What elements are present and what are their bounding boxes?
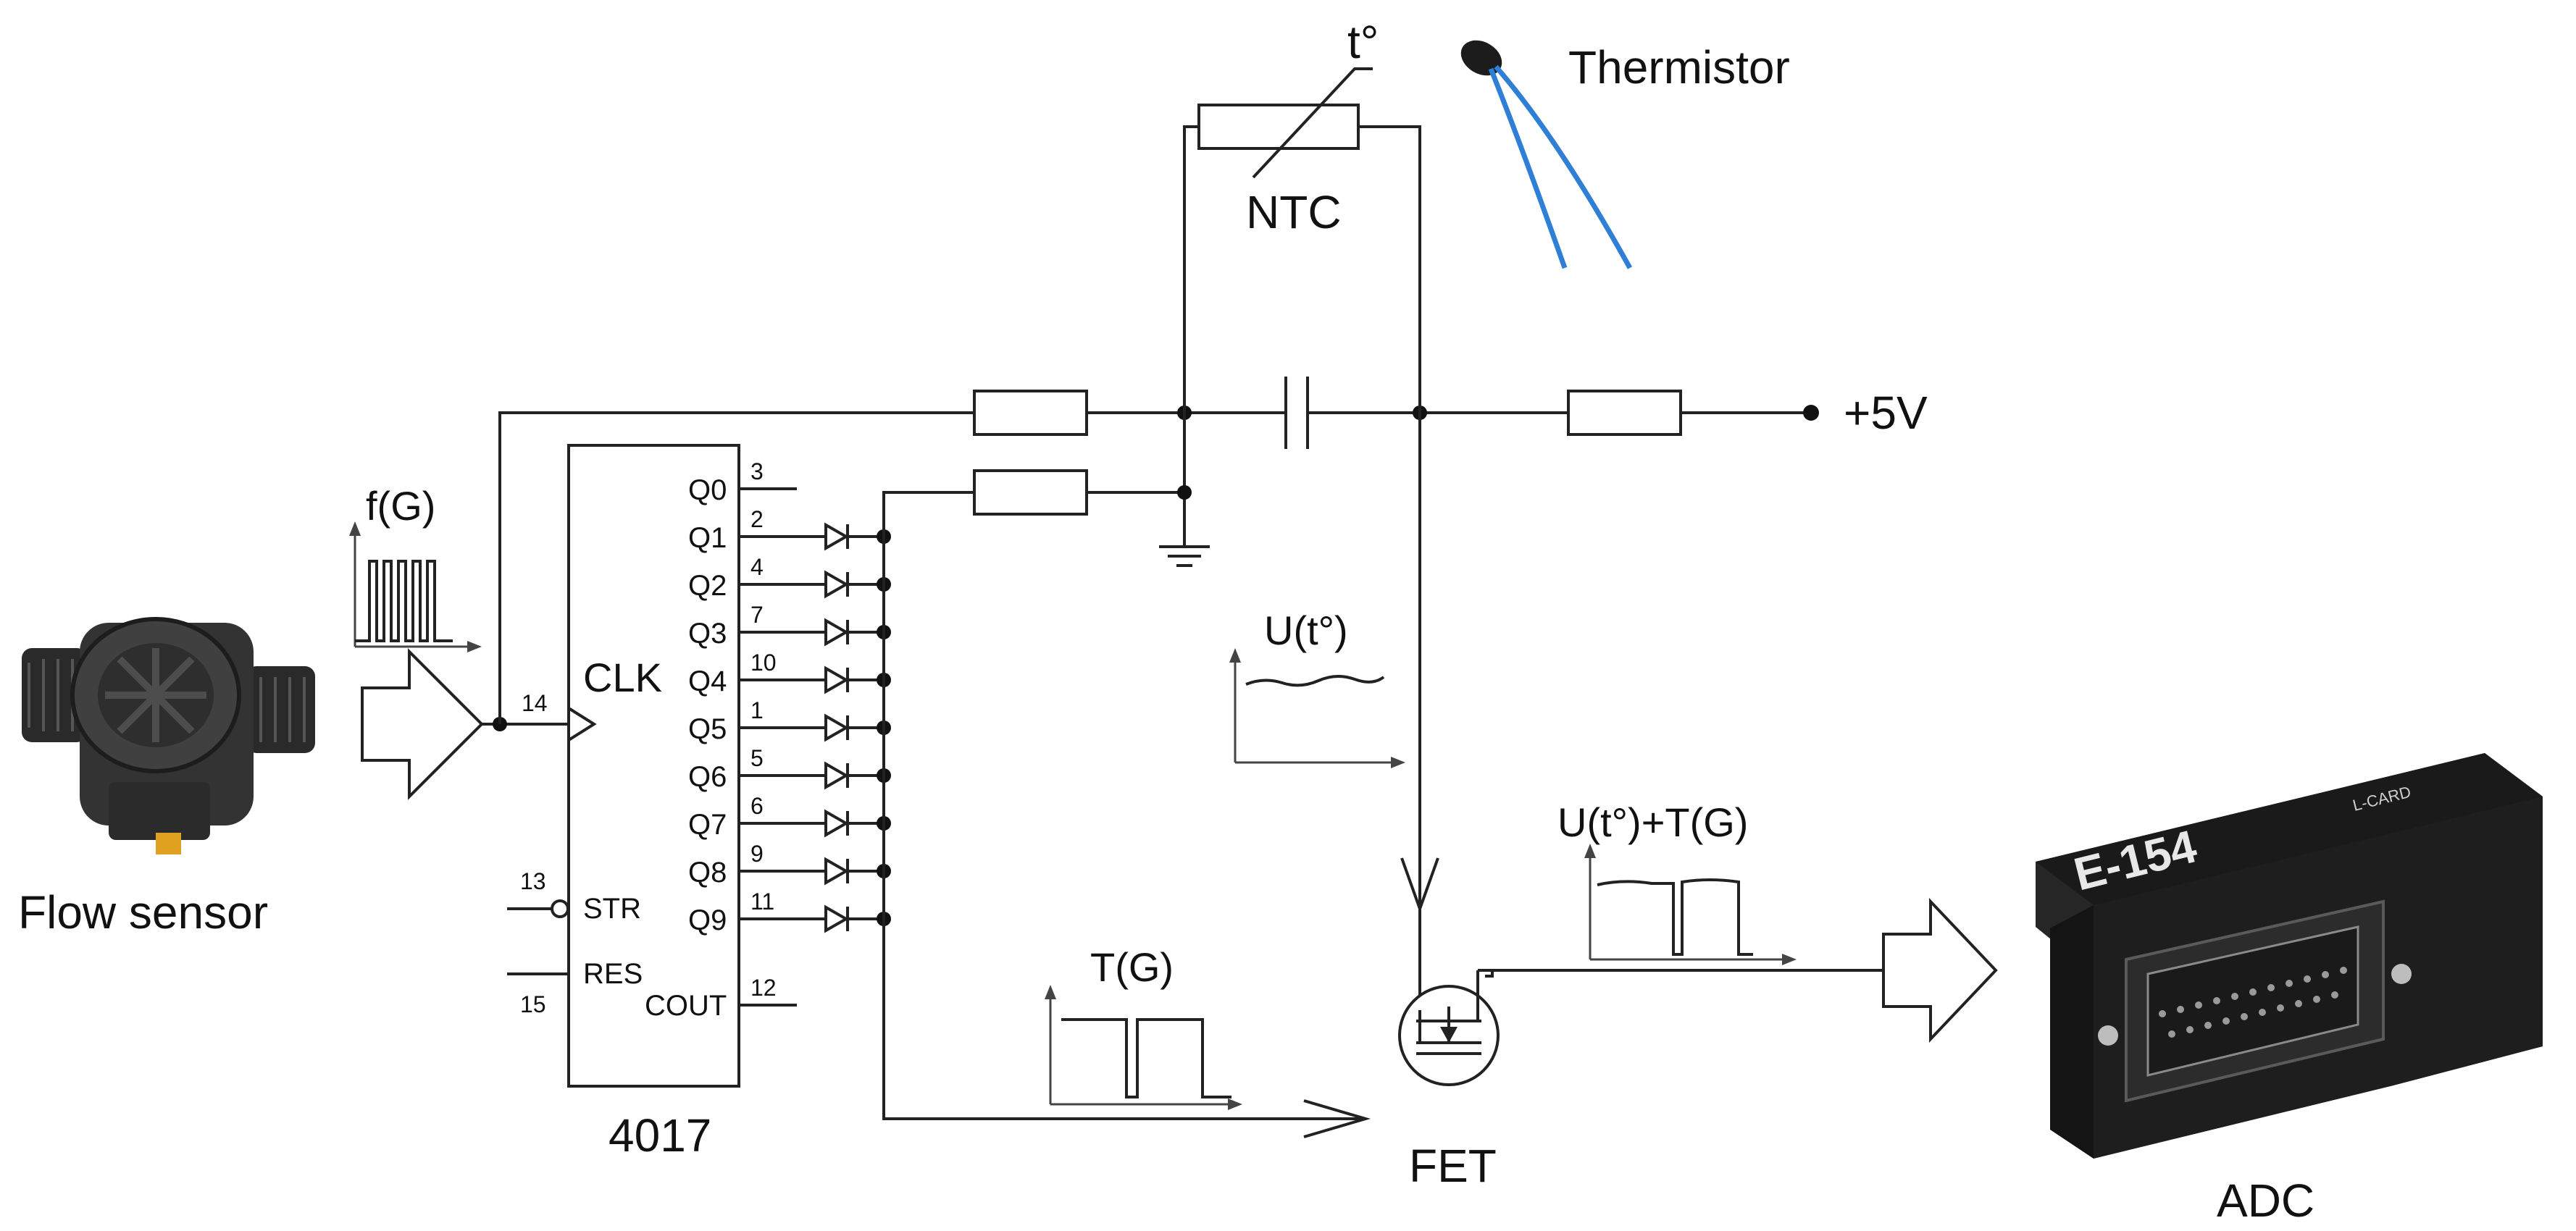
flow-sensor-image xyxy=(22,617,315,854)
pin-q4-number: 10 xyxy=(750,650,777,676)
pin-q9-number: 11 xyxy=(750,888,774,915)
pin-q6-number: 5 xyxy=(750,745,764,771)
thermistor-label: Thermistor xyxy=(1568,41,1790,93)
pin-clk-label: CLK xyxy=(583,655,662,700)
ground-symbol xyxy=(1159,545,1210,567)
sensor-output-arrow xyxy=(361,648,484,800)
pin-q8-label: Q8 xyxy=(688,857,727,888)
pin-q0-label: Q0 xyxy=(688,474,727,506)
pin-q1-number: 2 xyxy=(750,506,764,532)
pin-q6-label: Q6 xyxy=(688,761,727,793)
freq-signal-label: f(G) xyxy=(366,483,435,529)
chip-label: 4017 xyxy=(609,1109,711,1161)
thermistor-wire-right xyxy=(1494,64,1633,269)
flow-sensor-label: Flow sensor xyxy=(18,886,268,938)
period-signal-label: T(G) xyxy=(1090,944,1174,990)
adc-device-image xyxy=(2036,753,2543,1159)
pin-clk-number: 14 xyxy=(522,690,548,716)
thermistor-wire-left xyxy=(1488,67,1568,269)
freq-signal-plot xyxy=(349,521,482,652)
resistor-supply xyxy=(1567,390,1682,436)
period-signal-plot xyxy=(1045,985,1242,1110)
temp-signal-plot xyxy=(1229,648,1405,768)
thermistor-image xyxy=(1460,40,1633,269)
pin-q1-label: Q1 xyxy=(688,522,727,554)
temp-signal-label: U(t°) xyxy=(1264,608,1348,653)
sum-signal-plot xyxy=(1584,844,1797,965)
sum-signal-label: U(t°)+T(G) xyxy=(1557,799,1748,845)
adc-label: ADC xyxy=(2217,1175,2314,1227)
pin-res-label: RES xyxy=(583,958,643,990)
pin-str-number: 13 xyxy=(520,868,546,894)
temp-symbol: t° xyxy=(1347,16,1379,68)
pin-q8-number: 9 xyxy=(750,841,764,867)
pin-q7-label: Q7 xyxy=(688,809,727,841)
pin-q5-label: Q5 xyxy=(688,713,727,745)
adc-input-arrow xyxy=(1882,897,1998,1043)
pin-q7-number: 6 xyxy=(750,793,764,819)
supply-label: +5V xyxy=(1844,387,1928,439)
pin-q3-number: 7 xyxy=(750,602,764,628)
pin-cout-number: 12 xyxy=(750,975,777,1001)
pin-str-label: STR xyxy=(583,893,641,925)
fet-transistor xyxy=(1398,970,1500,1086)
pin-q2-label: Q2 xyxy=(688,570,727,602)
pin-q2-number: 4 xyxy=(750,554,764,580)
resistor-pulldown xyxy=(973,469,1088,516)
pin-cout-label: COUT xyxy=(645,990,727,1022)
ntc-thermistor-resistor xyxy=(1197,104,1360,150)
ntc-label: NTC xyxy=(1246,186,1342,238)
diode-array xyxy=(739,522,891,933)
pin-q3-label: Q3 xyxy=(688,618,727,650)
counter-chip-4017 xyxy=(567,444,740,1088)
pin-res-number: 15 xyxy=(520,991,546,1017)
pin-q4-label: Q4 xyxy=(688,665,727,697)
resistor-input xyxy=(973,390,1088,436)
fet-label: FET xyxy=(1409,1140,1497,1192)
pin-q9-label: Q9 xyxy=(688,904,727,936)
pin-q5-number: 1 xyxy=(750,697,764,723)
pin-q0-number: 3 xyxy=(750,458,764,484)
